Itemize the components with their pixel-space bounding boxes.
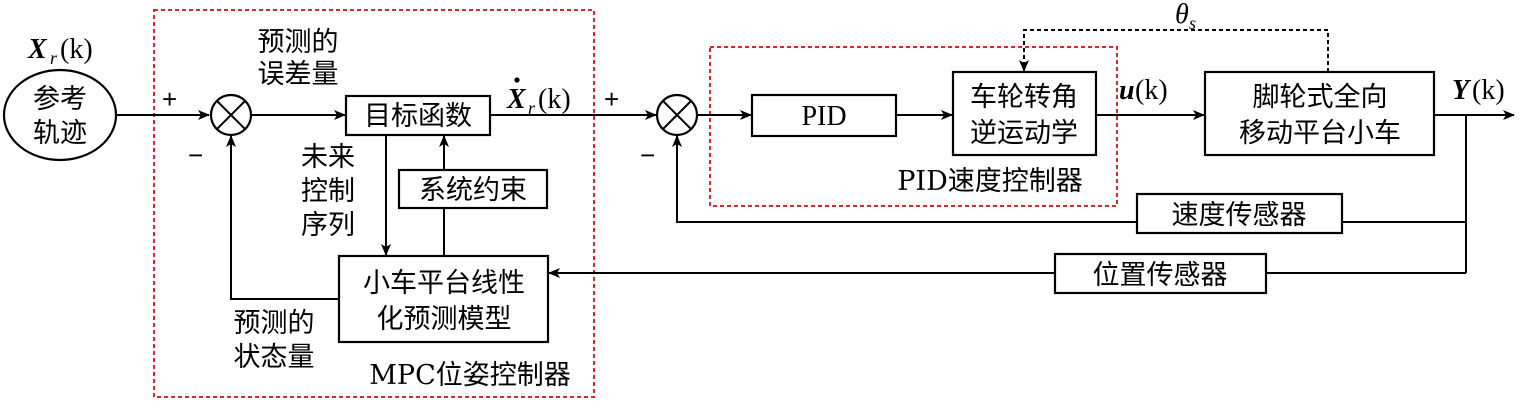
- speed-sensor-box: [1135, 192, 1344, 235]
- u-label: u (k): [1119, 75, 1168, 106]
- vehicle-box: [1203, 70, 1436, 157]
- xdot-arg: (k): [538, 84, 571, 115]
- theta-subscript: s: [1189, 13, 1196, 33]
- vehicle-line1: 脚轮式全向: [1253, 82, 1388, 113]
- future-line2: 控制: [301, 176, 355, 207]
- arrow-theta-feedback: [1019, 29, 1329, 72]
- xdot-symbol: X: [506, 84, 527, 115]
- y-arg: (k): [1472, 75, 1505, 106]
- theta-symbol: θ: [1175, 0, 1189, 30]
- pid-controller-region: [709, 46, 1118, 207]
- mpc-controller-region: [153, 9, 595, 398]
- position-sensor-label: 位置传感器: [1093, 260, 1228, 291]
- pid-controller-label: PID速度控制器: [897, 166, 1082, 197]
- mpc-controller-label: MPC位姿控制器: [369, 360, 570, 391]
- pid-box: [750, 93, 898, 138]
- model-line2: 化预测模型: [377, 304, 512, 335]
- model-line1: 小车平台线性: [363, 268, 525, 299]
- u-arg: (k): [1135, 75, 1168, 106]
- system-constraints-box: [397, 168, 549, 210]
- u-symbol: u: [1119, 75, 1135, 106]
- xdot-label: X r (k): [506, 77, 571, 118]
- y-label: Y (k): [1452, 75, 1505, 106]
- summing-junction-2: [655, 93, 699, 137]
- sum1-plus: +: [162, 84, 177, 114]
- xdot-subscript: r: [528, 98, 536, 118]
- pid-box-label: PID: [801, 101, 846, 132]
- future-line3: 序列: [301, 210, 355, 241]
- ellipse-line2: 轨迹: [33, 118, 87, 149]
- xdot-dot: [514, 77, 520, 83]
- sum2-minus: −: [640, 140, 655, 170]
- speed-sensor-label: 速度传感器: [1172, 200, 1307, 231]
- reference-input-label: X r (k): [27, 34, 93, 68]
- ik-line2: 逆运动学: [970, 118, 1078, 149]
- pred-error-line1: 预测的: [258, 27, 339, 58]
- sum1-minus: −: [188, 140, 203, 170]
- ref-subscript: r: [50, 48, 58, 68]
- system-constraints-label: 系统约束: [419, 175, 527, 206]
- vehicle-line2: 移动平台小车: [1239, 118, 1401, 149]
- theta-label: θ s: [1175, 0, 1196, 33]
- pred-error-line2: 误差量: [258, 59, 339, 90]
- pred-state-line2: 状态量: [234, 342, 315, 373]
- arrow-speed-to-sum2: [672, 135, 1137, 223]
- summing-junction-1: [209, 93, 253, 137]
- objective-function-label: 目标函数: [364, 101, 472, 132]
- sum2-plus: +: [604, 84, 619, 114]
- objective-function-box: [344, 94, 492, 137]
- ellipse-line1: 参考: [33, 84, 87, 115]
- inverse-kinematics-box: [951, 70, 1098, 157]
- pred-state-line1: 预测的: [234, 308, 315, 339]
- future-line1: 未来: [301, 142, 355, 173]
- ref-arg: (k): [60, 34, 93, 65]
- ik-line1: 车轮转角: [970, 82, 1078, 113]
- y-symbol: Y: [1452, 75, 1472, 106]
- prediction-model-box: [337, 254, 550, 344]
- position-sensor-box: [1053, 252, 1268, 295]
- arrow-model-to-sum1: [226, 135, 339, 300]
- ref-symbol: X: [27, 34, 48, 65]
